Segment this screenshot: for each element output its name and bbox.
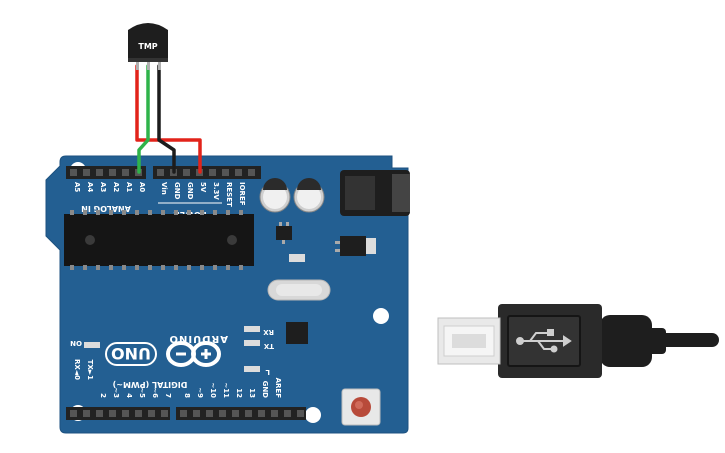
digital-label: DIGITAL (PWM~) [113,380,188,389]
mounting-hole [373,308,389,324]
pin-label-d11: ~11 [222,382,230,398]
pin-label-5v: 5V [199,182,207,193]
arduino-logo-icon [166,341,221,367]
analog-in-label: ANALOG IN [81,204,131,213]
pin-label-d12: 12 [235,388,243,398]
pin-label-d1: TX►1 [86,360,94,381]
reset-button[interactable] [341,388,381,426]
pin-label-a3: A3 [99,182,107,192]
voltage-regulator [335,236,376,256]
pin-label-gnd: GND [261,381,269,399]
wire-green [137,64,150,174]
sensor-label: TMP [138,42,157,51]
small-transistor [276,222,292,244]
tx-led [244,340,260,346]
pin-label-d13: 13 [248,388,256,398]
l-label: L [265,368,270,376]
power-led [84,342,100,348]
capacitor [259,178,291,213]
pin-label-d7: 7 [164,393,172,398]
pin-label-a1: A1 [125,182,133,192]
pin-label-a2: A2 [112,182,120,192]
pin-label-d3: ~3 [112,387,120,398]
pin-label-3v3: 3.3V [212,182,220,200]
capacitor [293,178,325,213]
power-header [153,166,261,179]
analog-pin-labels: A5 A4 A3 A2 A1 A0 [73,182,146,192]
pin-label-gnd: GND [186,182,194,200]
usb-chip [286,322,308,344]
arduino-board: A5 A4 A3 A2 A1 A0 ANALOG IN Vin GND GND … [45,155,410,434]
pin-label-d4: 4 [125,393,133,398]
pin-label-d8: 8 [183,393,191,398]
pin-label-vin: Vin [160,182,168,195]
usb-cable [437,304,719,378]
pin-label-gnd: GND [173,182,181,200]
wire-red [135,64,202,174]
model-text: UNO [111,344,151,363]
pin-label-aref: AREF [274,378,282,399]
l-led [244,366,260,372]
power-jack [340,170,410,216]
pin-label-d5: ~5 [138,387,146,398]
crystal-oscillator [267,279,331,301]
pin-label-d6: ~6 [151,387,159,398]
pin-label-a4: A4 [86,182,94,192]
smd-component [289,254,305,262]
usb-symbol-icon [516,329,572,353]
pin-label-a0: A0 [138,182,146,192]
pin-label-a5: A5 [73,182,81,192]
pin-label-ioref: IOREF [238,182,246,206]
microcontroller-chip [64,210,254,270]
pin-label-d0: RX◄0 [73,359,81,380]
pin-label-d10: ~10 [209,382,217,398]
on-label: ON [70,339,82,347]
pin-label-d9: ~9 [196,387,204,398]
digital-pin-labels: RX◄0 TX►1 2 ~3 4 ~5 ~6 7 8 ~9 ~10 ~11 12… [73,359,282,398]
tx-label: TX [263,342,274,350]
pin-label-reset: RESET [225,182,233,207]
power-pin-labels: Vin GND GND 5V 3.3V RESET IOREF [160,182,246,207]
analog-header [66,166,146,179]
digital-header [66,407,306,420]
pin-label-d2: 2 [99,393,107,398]
mounting-hole [305,407,321,423]
wire-black [157,64,176,174]
wires [135,64,202,174]
temperature-sensor[interactable]: TMP [128,23,168,70]
brand-text: ARDUINO [169,333,228,344]
rx-led [244,326,260,332]
status-leds: RX TX L [244,326,274,376]
uno-badge: UNO [105,342,157,366]
rx-label: RX [263,328,274,336]
